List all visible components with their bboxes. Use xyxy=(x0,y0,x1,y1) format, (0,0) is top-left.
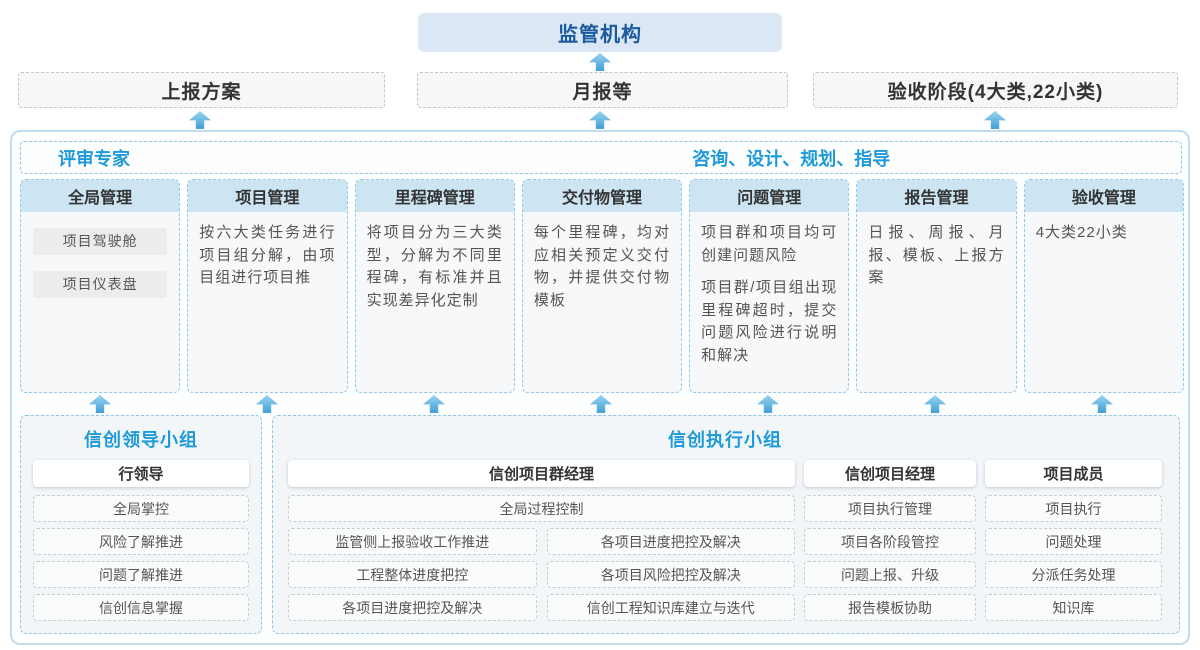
column-text: 4大类22小类 xyxy=(1035,224,1128,241)
column-title: 报告管理 xyxy=(857,180,1016,212)
project-manager-column: 信创项目经理 项目执行管理 项目各阶段管控 问题上报、升级 报告模板协助 xyxy=(804,460,976,627)
platform-container: 评审专家 咨询、设计、规划、指导 全局管理 项目驾驶舱 项目仪表盘 项目管理 按… xyxy=(10,130,1190,645)
executor-group-title: 信创执行小组 xyxy=(668,430,782,450)
column-text: 项目群和项目均可创建问题风险 xyxy=(701,224,838,264)
executor-columns: 信创项目群经理 全局过程控制 监管侧上报验收工作推进 各项目进度把控及解决 工程… xyxy=(288,460,1162,627)
up-arrow-icon xyxy=(256,395,278,413)
column-text: 将项目分为三大类型，分解为不同里程碑，有标准并且实现差异化定制 xyxy=(366,224,503,309)
column-body: 项目驾驶舱 项目仪表盘 xyxy=(21,212,179,330)
member-duty-item: 知识库 xyxy=(985,594,1162,621)
up-arrow-icon xyxy=(189,111,211,129)
pm-duty-item: 项目各阶段管控 xyxy=(804,528,976,555)
column-text: 按六大类任务进行项目组分解，由项目组进行项目推 xyxy=(199,224,336,286)
column-global-management: 全局管理 项目驾驶舱 项目仪表盘 xyxy=(20,179,181,393)
pgm-duty-item: 各项目进度把控及解决 xyxy=(288,594,537,621)
up-arrow-icon xyxy=(423,395,445,413)
column-project-management: 项目管理 按六大类任务进行项目组分解，由项目组进行项目推 xyxy=(187,179,348,393)
chip-project-dashboard: 项目仪表盘 xyxy=(33,271,168,298)
column-text: 日报、周报、月报、模板、上报方案 xyxy=(868,224,1005,286)
leader-duty-item: 问题了解推进 xyxy=(33,561,249,588)
up-arrow-icon xyxy=(589,53,611,71)
role-program-manager: 信创项目群经理 xyxy=(288,460,795,487)
pgm-duty-item: 监管侧上报验收工作推进 xyxy=(288,528,537,555)
leader-duty-item: 信创信息掌握 xyxy=(33,594,249,621)
pm-duty-item: 问题上报、升级 xyxy=(804,561,976,588)
column-text: 每个里程碑，均对应相关预定义交付物，并提供交付物模板 xyxy=(533,224,671,309)
pgm-duty-item: 工程整体进度把控 xyxy=(288,561,537,588)
column-title: 全局管理 xyxy=(21,180,180,212)
channel-box-acceptance-stage: 验收阶段(4大类,22小类) xyxy=(813,72,1178,108)
pgm-duty-row: 各项目进度把控及解决 信创工程知识库建立与迭代 xyxy=(288,594,795,627)
column-title: 交付物管理 xyxy=(522,180,682,212)
pgm-duty-item: 各项目进度把控及解决 xyxy=(546,528,795,555)
up-arrow-icon xyxy=(757,395,779,413)
up-arrow-icon xyxy=(924,395,946,413)
expert-header-bar: 评审专家 咨询、设计、规划、指导 xyxy=(20,141,1182,174)
up-arrow-icon xyxy=(589,111,611,129)
column-issue-management: 问题管理 项目群和项目均可创建问题风险 项目群/项目组出现里程碑超时，提交问题风… xyxy=(689,179,850,393)
up-arrow-icon xyxy=(1091,395,1113,413)
leader-duty-item: 全局掌控 xyxy=(33,495,249,522)
column-title: 里程碑管理 xyxy=(355,180,514,212)
consult-design-plan-guide-label: 咨询、设计、规划、指导 xyxy=(692,148,891,169)
channel-box-report-plan: 上报方案 xyxy=(18,72,385,108)
column-body: 日报、周报、月报、模板、上报方案 xyxy=(857,212,1015,310)
project-member-column: 项目成员 项目执行 问题处理 分派任务处理 知识库 xyxy=(985,460,1162,627)
executor-group: 信创执行小组 信创项目群经理 全局过程控制 监管侧上报验收工作推进 各项目进度把… xyxy=(272,415,1180,634)
column-body: 按六大类任务进行项目组分解，由项目组进行项目推 xyxy=(188,212,346,310)
column-deliverable-management: 交付物管理 每个里程碑，均对应相关预定义交付物，并提供交付物模板 xyxy=(521,179,683,393)
role-bank-leader: 行领导 xyxy=(33,460,249,487)
pgm-duty-item: 信创工程知识库建立与迭代 xyxy=(546,594,795,621)
column-body: 每个里程碑，均对应相关预定义交付物，并提供交付物模板 xyxy=(523,212,681,332)
chip-project-cockpit: 项目驾驶舱 xyxy=(33,228,168,255)
role-project-member: 项目成员 xyxy=(985,460,1162,487)
pm-duty-item: 报告模板协助 xyxy=(804,594,976,621)
pgm-duty-row: 工程整体进度把控 各项目风险把控及解决 xyxy=(288,561,795,594)
member-duty-item: 项目执行 xyxy=(985,495,1162,522)
pgm-duty-item: 全局过程控制 xyxy=(288,495,795,522)
pgm-duty-item: 各项目风险把控及解决 xyxy=(546,561,795,588)
review-experts-label: 评审专家 xyxy=(58,148,130,169)
channel-box-monthly-report: 月报等 xyxy=(417,72,788,108)
column-text: 项目群/项目组出现里程碑超时，提交问题风险进行说明和解决 xyxy=(701,279,838,364)
role-project-manager: 信创项目经理 xyxy=(804,460,976,487)
column-body: 项目群和项目均可创建问题风险 项目群/项目组出现里程碑超时，提交问题风险进行说明… xyxy=(690,212,848,387)
column-title: 验收管理 xyxy=(1024,180,1183,212)
up-arrow-icon xyxy=(590,395,612,413)
column-milestone-management: 里程碑管理 将项目分为三大类型，分解为不同里程碑，有标准并且实现差异化定制 xyxy=(354,179,515,393)
leader-group-title: 信创领导小组 xyxy=(84,430,198,450)
column-title: 问题管理 xyxy=(690,180,849,212)
member-duty-item: 分派任务处理 xyxy=(985,561,1162,588)
column-body: 将项目分为三大类型，分解为不同里程碑，有标准并且实现差异化定制 xyxy=(356,212,514,332)
column-acceptance-management: 验收管理 4大类22小类 xyxy=(1023,179,1184,393)
column-title: 项目管理 xyxy=(188,180,347,212)
up-arrow-icon xyxy=(984,111,1006,129)
leader-duty-item: 风险了解推进 xyxy=(33,528,249,555)
column-body: 4大类22小类 xyxy=(1025,212,1183,265)
program-manager-column: 信创项目群经理 全局过程控制 监管侧上报验收工作推进 各项目进度把控及解决 工程… xyxy=(288,460,795,627)
up-arrow-icon xyxy=(89,395,111,413)
leader-group: 信创领导小组 行领导 全局掌控 风险了解推进 问题了解推进 信创信息掌握 xyxy=(20,415,262,634)
member-duty-item: 问题处理 xyxy=(985,528,1162,555)
regulator-box: 监管机构 xyxy=(418,13,782,52)
pm-duty-item: 项目执行管理 xyxy=(804,495,976,522)
column-report-management: 报告管理 日报、周报、月报、模板、上报方案 xyxy=(856,179,1017,393)
pgm-duty-row: 监管侧上报验收工作推进 各项目进度把控及解决 xyxy=(288,528,795,561)
management-columns: 全局管理 项目驾驶舱 项目仪表盘 项目管理 按六大类任务进行项目组分解，由项目组… xyxy=(20,179,1184,393)
